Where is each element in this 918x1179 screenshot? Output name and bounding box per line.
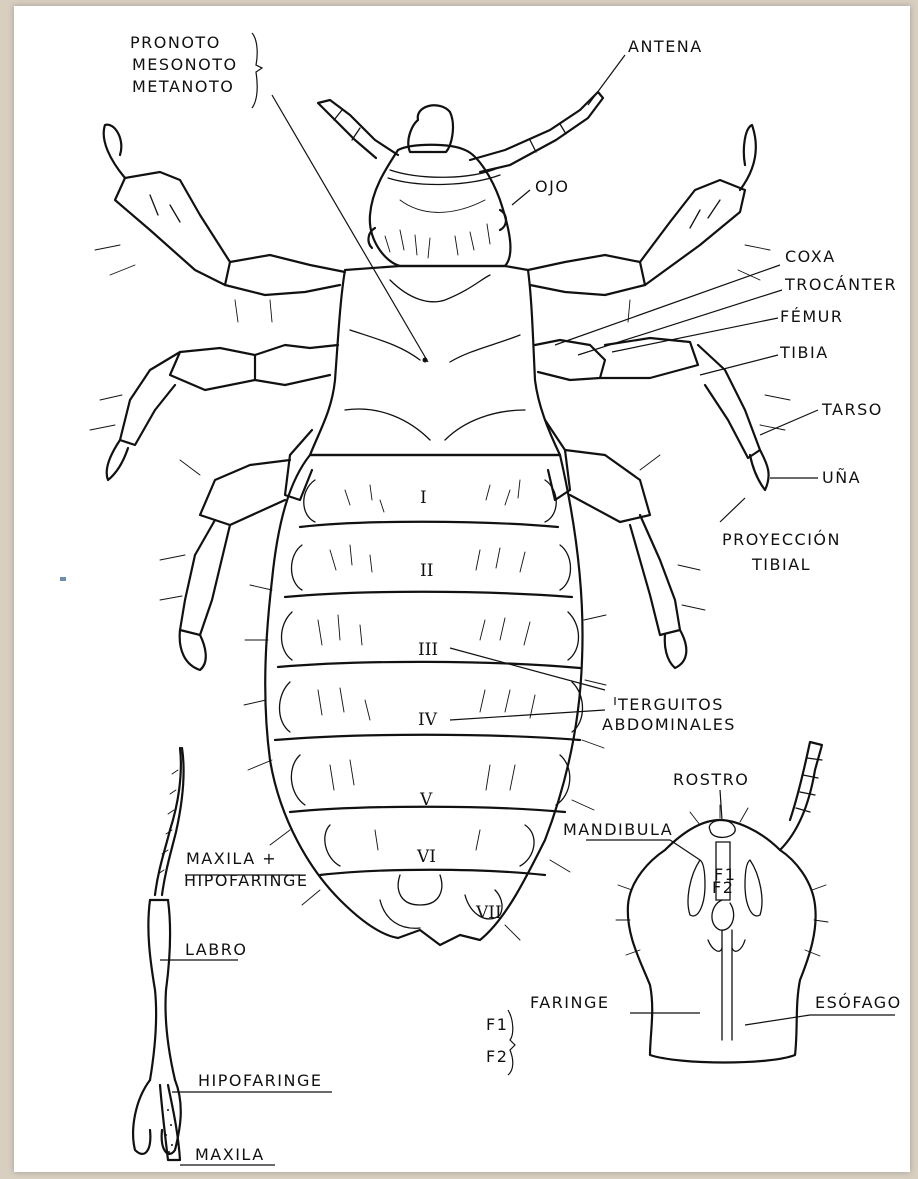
label-pronoto: PRONOTO (130, 33, 221, 52)
label-tibial: TIBIAL (751, 555, 811, 574)
segment-label-1: I (420, 488, 427, 508)
segment-label-5: V (419, 790, 433, 810)
label-trocanter: TROCÁNTER (784, 275, 897, 294)
label-tibia: TIBIA (779, 343, 829, 362)
label-ojo: OJO (535, 177, 569, 196)
label-maxila-plus: MAXILA + (186, 849, 277, 868)
label-f2: F2 (486, 1047, 508, 1066)
label-una: UÑA (822, 468, 861, 487)
louse-body: I II III IV V VI VII (244, 92, 606, 945)
label-labro: LABRO (185, 940, 247, 959)
louse-legs (90, 125, 790, 670)
label-faringe: FARINGE (530, 993, 610, 1012)
label-maxila: MAXILA (195, 1145, 265, 1164)
label-terguitos: TERGUITOS (617, 695, 724, 714)
label-femur: FÉMUR (780, 307, 843, 326)
label-rostro: ROSTRO (673, 770, 749, 789)
segment-label-4: IV (418, 710, 438, 730)
label-tarso: TARSO (821, 400, 883, 419)
segment-label-7: VII (475, 903, 502, 923)
label-abdominales: ABDOMINALES (602, 715, 736, 734)
label-mesonoto: MESONOTO (132, 55, 238, 74)
segment-label-2: II (420, 561, 433, 581)
label-mandibula: MANDIBULA (563, 820, 673, 839)
label-hipofaringe: HIPOFARINGE (198, 1071, 322, 1090)
diagram-labels: PRONOTO MESONOTO METANOTO ANTENA OJO COX… (130, 33, 902, 1164)
label-coxa: COXA (785, 247, 836, 266)
segment-label-6: VI (416, 847, 436, 867)
label-antena: ANTENA (628, 37, 703, 56)
label-f2-inner: F2 (712, 878, 734, 897)
label-hipofaringe-combined: HIPOFARINGE (184, 871, 308, 890)
label-f1: F1 (486, 1015, 508, 1034)
segment-label-3: III (418, 640, 438, 660)
label-proyeccion: PROYECCIÓN (722, 530, 841, 549)
speck (60, 577, 66, 581)
label-esofago: ESÓFAGO (815, 993, 902, 1012)
head-detail (508, 742, 895, 1075)
label-metanoto: METANOTO (132, 77, 234, 96)
